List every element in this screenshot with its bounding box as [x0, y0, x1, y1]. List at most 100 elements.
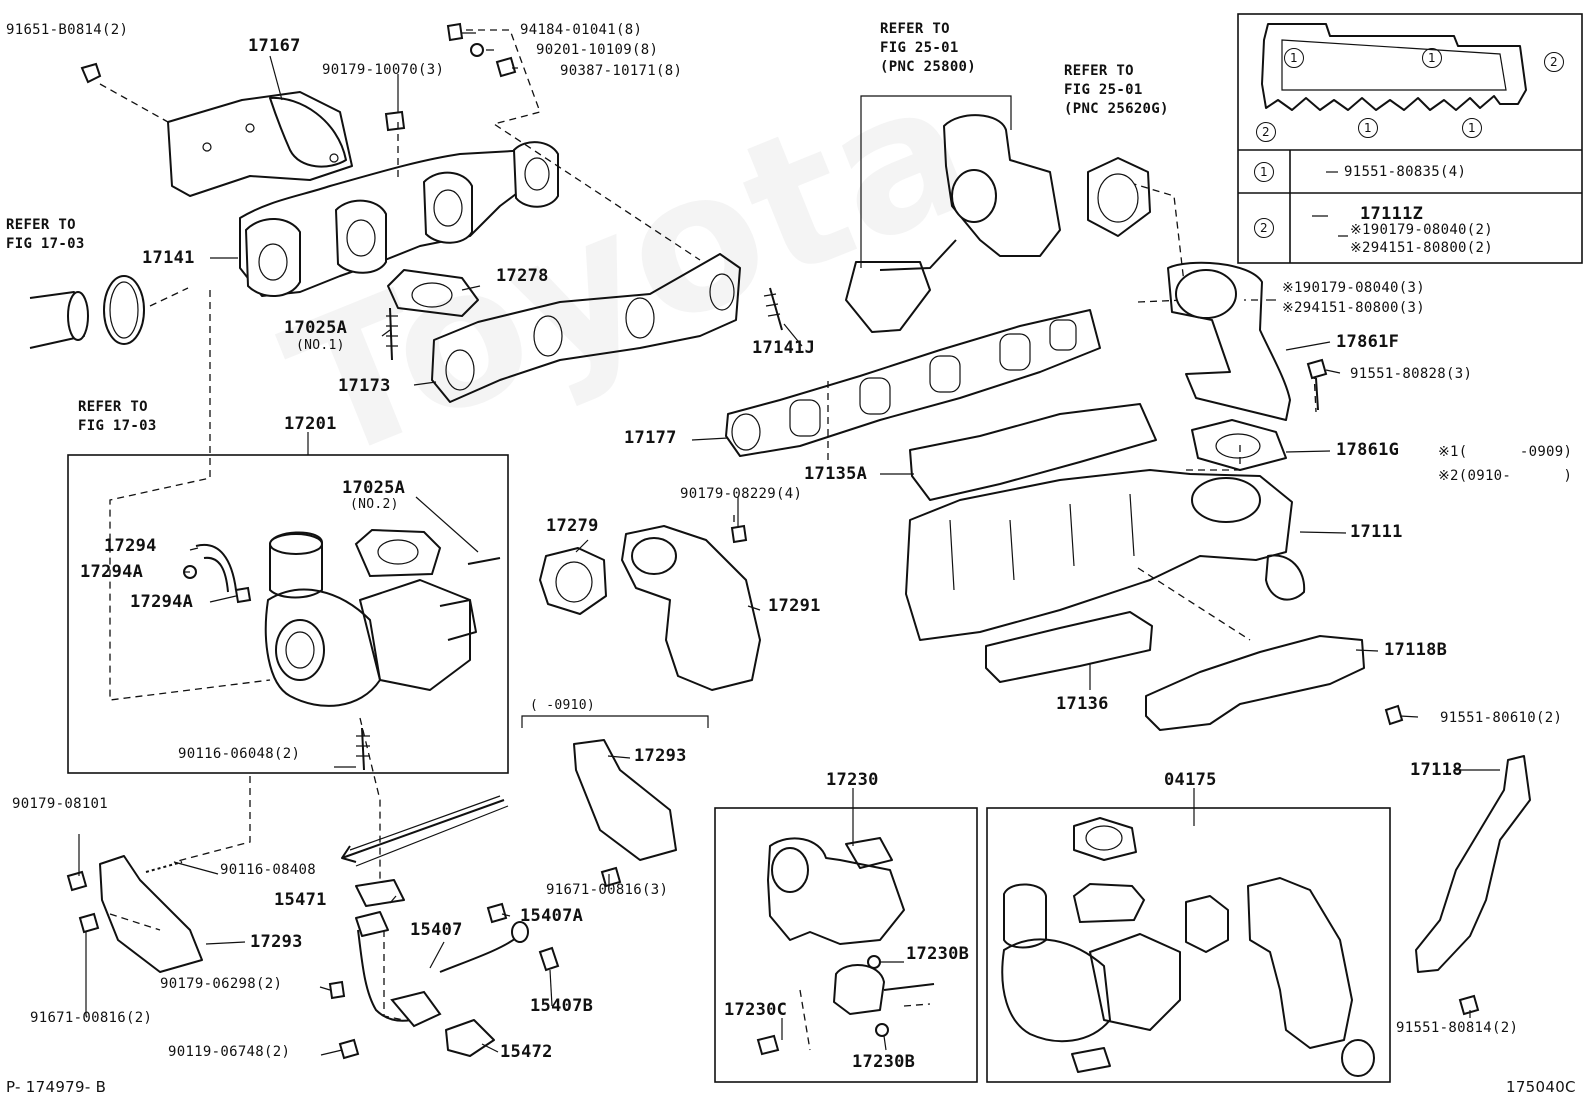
gasket-25620g [1087, 157, 1151, 237]
leader-lines [78, 32, 1500, 1056]
label-17025a-no1: 17025A [284, 318, 348, 338]
frame-17230 [714, 807, 978, 1083]
label-17230b-2: 17230B [852, 1052, 916, 1072]
gasket-17279 [539, 547, 607, 615]
legend-mark: 2 [1544, 52, 1564, 72]
bolt-15407b [538, 946, 560, 972]
label-period-0910: ( -0910) [530, 698, 596, 713]
label-90201-10109: 90201-10109(8) [536, 42, 659, 58]
insulator-17118b [1145, 635, 1365, 731]
label-17293-right: 17293 [634, 746, 687, 766]
legend-table [1237, 13, 1583, 264]
label-17141j: 17141J [752, 338, 816, 358]
note-1-mark: ※1 [1438, 444, 1459, 460]
gasket-15471 [355, 879, 405, 907]
label-15407a: 15407A [520, 906, 584, 926]
label-90179-10070: 90179-10070(3) [322, 62, 445, 78]
note-2-mark: ※2 [1438, 468, 1459, 484]
bracket-17293-left [66, 855, 203, 973]
label-90116-06048: 90116-06048(2) [178, 746, 301, 762]
bracket-17118 [1415, 755, 1531, 1016]
label-91671-00816-right: 91671-00816(3) [546, 882, 669, 898]
heat-insulator-17167 [167, 91, 353, 197]
ref-fig-17-03-top[interactable]: REFER TO FIG 17-03 [6, 217, 85, 252]
label-17861f: 17861F [1336, 332, 1400, 352]
label-17136: 17136 [1056, 694, 1109, 714]
gasket-17177 [725, 309, 1101, 457]
label-17279: 17279 [546, 516, 599, 536]
turbocharger-17201 [264, 528, 477, 707]
intake-manifold-17111 [905, 469, 1306, 641]
label-17111: 17111 [1350, 522, 1403, 542]
bolt-15407a [486, 902, 508, 924]
label-17177: 17177 [624, 428, 677, 448]
turbo-kit-04175 [1001, 817, 1375, 1077]
label-17201: 17201 [284, 414, 337, 434]
label-90179-06298: 90179-06298(2) [160, 976, 283, 992]
label-91551-80610: 91551-80610(2) [1440, 710, 1563, 726]
turbo-assembly-frame [67, 454, 509, 774]
label-15407b: 15407B [530, 996, 594, 1016]
label-17294a-2: 17294A [130, 592, 194, 612]
label-17278: 17278 [496, 266, 549, 286]
legend-row2-part-b: ※190179-08040(2) [1350, 222, 1493, 238]
label-17135a: 17135A [804, 464, 868, 484]
exhaust-pipe-left [29, 275, 145, 349]
label-17118b: 17118B [1384, 640, 1448, 660]
nut-90179-08229 [730, 524, 748, 544]
ref-bracket-25800 [860, 95, 1012, 268]
label-15407: 15407 [410, 920, 463, 940]
legend-row1-part: 91551-80835(4) [1344, 164, 1467, 180]
stud-17025a-no1 [389, 307, 393, 361]
note-2-range: (0910- ) [1458, 468, 1573, 484]
label-17118: 17118 [1410, 760, 1463, 780]
bolt-91551-80828 [1306, 358, 1328, 380]
ref-fig-17-03-bottom[interactable]: REFER TO FIG 17-03 [78, 399, 157, 434]
fasteners-top [80, 22, 517, 132]
stud-90116-06048 [361, 727, 365, 771]
pipe-17291 [621, 525, 761, 691]
legend-mark: 1 [1284, 48, 1304, 68]
label-94151-80800-3: ※294151-80800(3) [1282, 300, 1425, 316]
label-90116-08408: 90116-08408 [220, 862, 317, 878]
label-90179-08101: 90179-08101 [12, 796, 109, 812]
plate-17136 [985, 611, 1153, 683]
label-04175: 04175 [1164, 770, 1217, 790]
label-90387-10171: 90387-10171(8) [560, 63, 683, 79]
ref-fig-25-01-25620g[interactable]: REFER TO FIG 25-01 (PNC 25620G) [1064, 63, 1169, 117]
gasket-17861g [1191, 419, 1287, 471]
elbow-17861f [1167, 261, 1291, 421]
label-94184-01041: 94184-01041(8) [520, 22, 643, 38]
footer-left-code: P- 174979- B [6, 1078, 107, 1096]
label-no1: (NO.1) [296, 338, 345, 353]
label-90119-06748: 90119-06748(2) [168, 1044, 291, 1060]
legend-row2-part-a: 17111Z [1360, 204, 1424, 224]
label-17173: 17173 [338, 376, 391, 396]
legend-mark: 1 [1462, 118, 1482, 138]
label-15471: 15471 [274, 890, 327, 910]
dashed-guides [99, 29, 1317, 1021]
insulator-17135a [909, 403, 1157, 501]
label-17230c: 17230C [724, 1000, 788, 1020]
label-91651-b0814: 91651-B0814(2) [6, 22, 129, 38]
legend-mark: 1 [1422, 48, 1442, 68]
ref-fig-25-01-25800[interactable]: REFER TO FIG 25-01 (PNC 25800) [880, 21, 977, 75]
note-2: ※2(0910- ) [1438, 468, 1572, 484]
label-17293-left: 17293 [250, 932, 303, 952]
legend-mark: 1 [1358, 118, 1378, 138]
label-90179-08040-3: ※190179-08040(3) [1282, 280, 1425, 296]
legend-row2-circle: 2 [1254, 218, 1274, 238]
label-17230b-1: 17230B [906, 944, 970, 964]
label-17141: 17141 [142, 248, 195, 268]
label-90179-08229: 90179-08229(4) [680, 486, 803, 502]
label-91671-00816-left: 91671-00816(2) [30, 1010, 153, 1026]
legend-mark: 2 [1256, 122, 1276, 142]
note-1: ※1( -0909) [1438, 444, 1572, 460]
stud-17025a-no2 [467, 557, 501, 565]
footer-right-code: 175040C [1506, 1078, 1576, 1096]
hose-17294 [195, 543, 237, 591]
bracket-17293-right [573, 739, 677, 888]
gasket-17278 [387, 269, 479, 317]
period-bracket [521, 715, 709, 728]
